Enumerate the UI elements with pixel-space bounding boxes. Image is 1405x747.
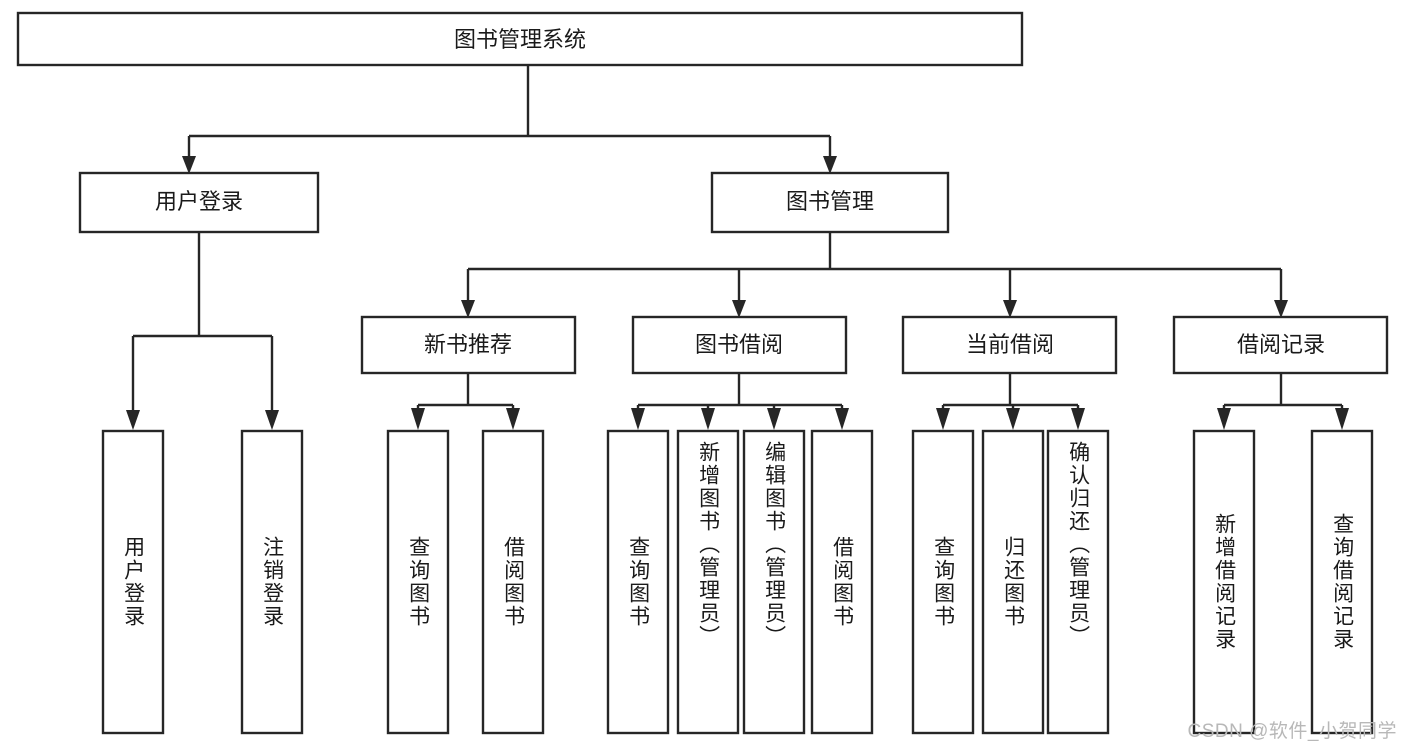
horizontal-label-layer: 图书管理系统 用户登录 图书管理 新书推荐 图书借阅 当前借阅 借阅记录	[155, 27, 1325, 357]
arrow-to-leaf-user-logout	[265, 410, 279, 430]
arrow-to-leaf-add-record	[1217, 408, 1231, 430]
node-leaf-query-book-2[interactable]	[606, 429, 670, 735]
arrow-to-leaf-query-book-2	[631, 408, 645, 430]
arrow-to-book-borrow	[732, 300, 746, 318]
node-leaf-edit-book[interactable]	[742, 429, 806, 735]
node-leaf-user-login[interactable]	[101, 429, 165, 735]
node-book-management[interactable]	[710, 171, 950, 234]
arrow-to-leaf-return-book	[1006, 408, 1020, 430]
csdn-watermark: CSDN @软件_小贺同学	[1187, 721, 1397, 742]
arrow-to-leaf-borrow-book-2	[835, 408, 849, 430]
node-leaf-borrow-book-2[interactable]	[810, 429, 874, 735]
arrow-to-leaf-query-book-3	[936, 408, 950, 430]
node-book-borrow[interactable]	[631, 315, 848, 375]
node-leaf-add-record[interactable]	[1192, 429, 1256, 735]
label-user-login: 用户登录	[155, 189, 243, 214]
node-leaf-return-book[interactable]	[981, 429, 1045, 735]
arrow-to-leaf-query-record	[1335, 408, 1349, 430]
arrow-to-leaf-confirm-return	[1071, 408, 1085, 430]
node-current-borrow[interactable]	[901, 315, 1118, 375]
node-leaf-add-book[interactable]	[676, 429, 740, 735]
node-leaf-confirm-return[interactable]	[1046, 429, 1110, 735]
node-root[interactable]	[16, 11, 1024, 67]
label-current-borrow: 当前借阅	[966, 332, 1054, 357]
arrow-to-leaf-add-book	[701, 408, 715, 430]
arrow-to-leaf-borrow-book-1	[506, 408, 520, 430]
node-leaf-query-record[interactable]	[1310, 429, 1374, 735]
node-borrow-record[interactable]	[1172, 315, 1389, 375]
node-leaf-user-logout[interactable]	[240, 429, 304, 735]
node-user-login[interactable]	[78, 171, 320, 234]
label-book-borrow: 图书借阅	[695, 332, 783, 357]
node-leaf-borrow-book-1[interactable]	[481, 429, 545, 735]
node-leaf-query-book-1[interactable]	[386, 429, 450, 735]
arrow-to-current-borrow	[1003, 300, 1017, 318]
arrowhead-layer	[126, 156, 1349, 430]
arrow-to-book-management	[823, 156, 837, 174]
node-leaf-query-book-3[interactable]	[911, 429, 975, 735]
arrow-to-leaf-query-book-1	[411, 408, 425, 430]
label-root: 图书管理系统	[454, 27, 586, 52]
arrow-to-leaf-edit-book	[767, 408, 781, 430]
arrow-to-leaf-user-login	[126, 410, 140, 430]
box-layer	[16, 11, 1389, 735]
arrow-to-new-book-recommend	[461, 300, 475, 318]
node-new-book-recommend[interactable]	[360, 315, 577, 375]
arrow-to-borrow-record	[1274, 300, 1288, 318]
label-book-management: 图书管理	[786, 189, 874, 214]
label-new-book-recommend: 新书推荐	[424, 332, 512, 357]
arrow-to-user-login	[182, 156, 196, 174]
label-borrow-record: 借阅记录	[1237, 332, 1325, 357]
